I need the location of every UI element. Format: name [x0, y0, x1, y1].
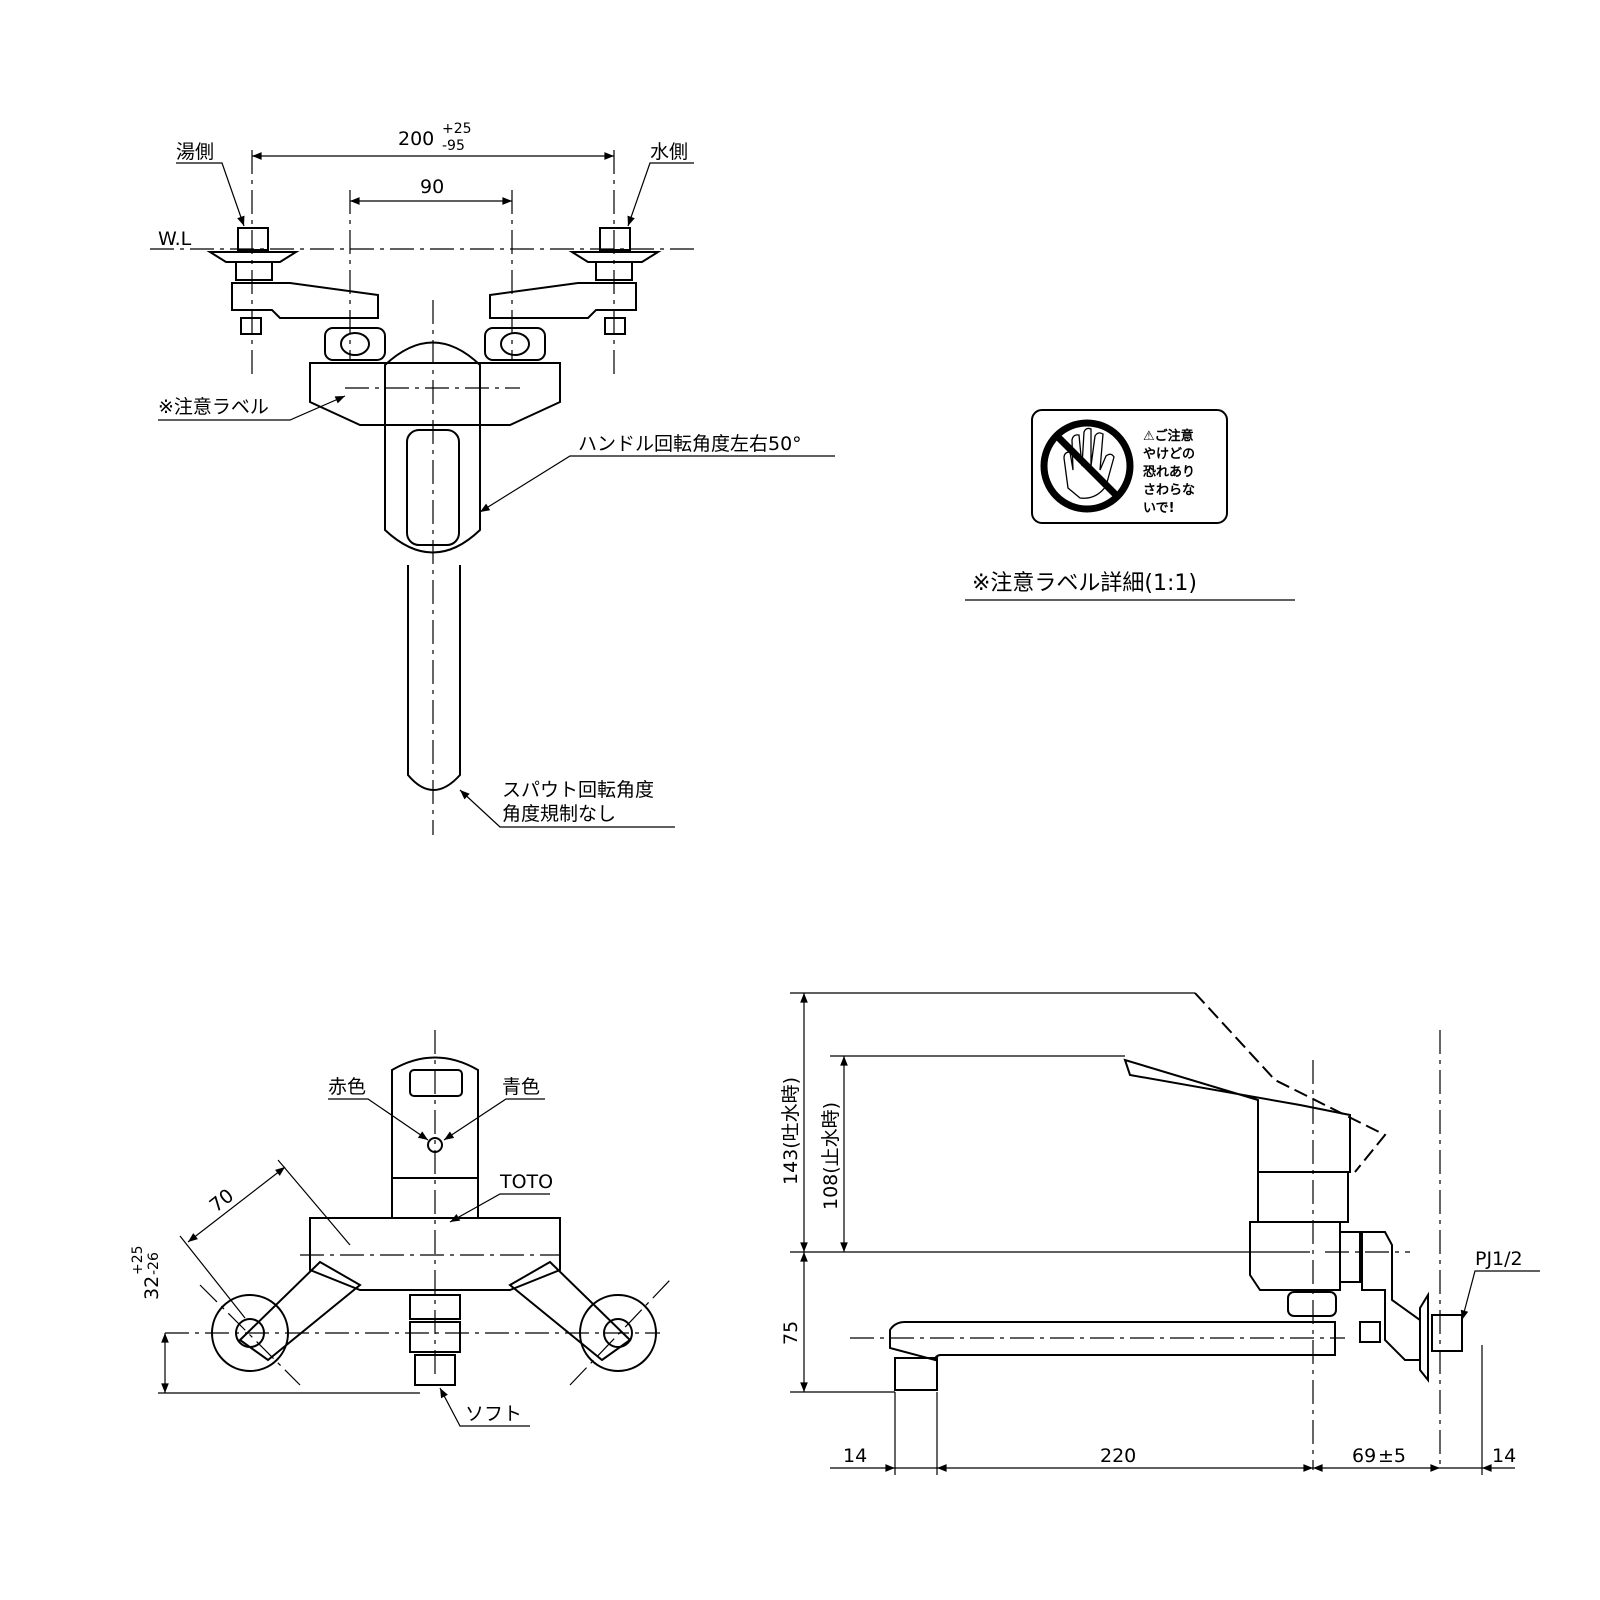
- red-label: 赤色: [328, 1076, 366, 1098]
- front-handle[interactable]: [391, 1056, 479, 1179]
- front-body: [309, 1217, 561, 1291]
- water-level-label: W.L: [158, 228, 192, 250]
- side-body-upper: [1257, 1171, 1349, 1223]
- dim-69-text: 69: [1352, 1445, 1376, 1467]
- front-right-arm: [508, 1260, 632, 1362]
- dim-75-text: 75: [780, 1321, 802, 1345]
- dim-32-tol-plus: +25: [130, 1245, 146, 1275]
- handle-rotation-text: ハンドル回転角度左右50°: [578, 433, 802, 455]
- right-union-nut: [484, 327, 546, 361]
- caution-label-leader: [158, 395, 346, 421]
- soft-label: ソフト: [465, 1403, 522, 1425]
- outlet-nut: [409, 1294, 461, 1320]
- caution-label-frame: [1031, 409, 1228, 524]
- caution-label-detail-title: ※注意ラベル詳細(1:1): [972, 571, 1197, 596]
- front-left-arm: [238, 1260, 362, 1362]
- thread-leader: [1460, 1270, 1540, 1321]
- hot-inlet-circle: [211, 1294, 289, 1372]
- dim-200-tol-minus: -95: [442, 138, 465, 154]
- brand-leader: [449, 1193, 550, 1223]
- dim-70-text: 70: [206, 1185, 239, 1217]
- handle-recess: [406, 429, 460, 546]
- caution-label-line4: いで!: [1143, 501, 1175, 516]
- spout[interactable]: [407, 565, 461, 791]
- side-aerator: [894, 1357, 938, 1391]
- brand-label: TOTO: [499, 1171, 553, 1193]
- soft-leader: [439, 1387, 530, 1427]
- outlet-body: [409, 1321, 461, 1353]
- side-handle-closed[interactable]: [1123, 1058, 1351, 1173]
- red-leader: [328, 1098, 429, 1141]
- prohibition-circle-icon: [1040, 419, 1134, 513]
- caution-label-text: ※注意ラベル: [158, 396, 269, 418]
- side-elbow-fitting: [1361, 1231, 1421, 1361]
- side-spout[interactable]: [889, 1321, 1336, 1362]
- caution-label-detail: ⚠ご注意 やけどの 恐れあり さわらな いで! ※注意ラベル詳細(1:1): [965, 409, 1295, 601]
- cold-inlet-inner: [603, 1318, 633, 1348]
- dim-70-ext-right: [277, 1159, 351, 1246]
- indicator-dot: [427, 1137, 443, 1153]
- spout-rotation-text-1: スパウト回転角度: [502, 779, 654, 801]
- dim-70-line: [187, 1166, 286, 1243]
- dim-14-right-text: 14: [1492, 1445, 1516, 1467]
- dim-143-text: 143(吐水時): [780, 1077, 802, 1185]
- side-union-nut: [1287, 1291, 1337, 1317]
- hot-inlet-fitting: [206, 227, 379, 335]
- handle-rotation-leader: [479, 455, 835, 513]
- dim-32-text: 32: [141, 1276, 163, 1300]
- cold-side-label: 水側: [650, 141, 688, 163]
- left-union-nut: [324, 327, 386, 361]
- caution-label-line2: 恐れあり: [1143, 465, 1195, 480]
- thread-label: PJ1/2: [1475, 1248, 1523, 1270]
- prohibition-slash-icon: [1054, 433, 1120, 499]
- dim-70-ext-left: [179, 1235, 246, 1319]
- hand-icon: [1063, 427, 1115, 499]
- spout-rotation-text-2: 角度規制なし: [502, 803, 616, 825]
- front-handle-recess: [409, 1069, 463, 1097]
- cold-inlet-fitting: [489, 227, 662, 335]
- hot-diag-center: [199, 1284, 301, 1386]
- top-view: W.L 200 +25 -95 90 湯側 水側: [150, 121, 835, 835]
- caution-label-line3: さわらな: [1143, 483, 1195, 498]
- side-wall-flange: [1419, 1291, 1429, 1383]
- side-handle-open-phantom: [1194, 992, 1387, 1173]
- soft-aerator: [414, 1354, 456, 1386]
- cold-diag-center: [569, 1279, 671, 1386]
- cold-side-leader: [627, 162, 694, 227]
- side-view: 143(吐水時) 108(止水時) 75 14: [780, 992, 1540, 1475]
- dim-14-left-text: 14: [843, 1445, 867, 1467]
- front-view: 70 32 +25 -26 赤色 青色 TOTO ソフト: [130, 1030, 671, 1427]
- lever-handle[interactable]: [384, 341, 481, 554]
- side-body-lower: [1249, 1221, 1341, 1291]
- dim-220-text: 220: [1100, 1445, 1136, 1467]
- caution-label-head: ⚠ご注意: [1143, 428, 1194, 444]
- blue-leader: [443, 1098, 545, 1141]
- hot-side-leader: [176, 162, 245, 227]
- dim-200-text: 200: [398, 128, 434, 150]
- dim-69-tol: ±5: [1378, 1445, 1406, 1467]
- blue-label: 青色: [502, 1076, 540, 1098]
- caution-label-line1: やけどの: [1143, 447, 1195, 462]
- side-small-nut: [1359, 1321, 1381, 1343]
- side-cap: [1339, 1231, 1361, 1283]
- dim-90-text: 90: [420, 176, 444, 198]
- cold-inlet-circle: [579, 1294, 657, 1372]
- faucet-body: [309, 362, 561, 426]
- dim-32-tol-minus: -26: [146, 1252, 162, 1275]
- dim-108-text: 108(止水時): [820, 1102, 842, 1210]
- side-thread-nut: [1431, 1314, 1463, 1352]
- hot-inlet-inner: [235, 1318, 265, 1348]
- spout-rotation-leader: [459, 789, 675, 828]
- dim-200-tol-plus: +25: [442, 121, 472, 137]
- hot-side-label: 湯側: [176, 141, 214, 163]
